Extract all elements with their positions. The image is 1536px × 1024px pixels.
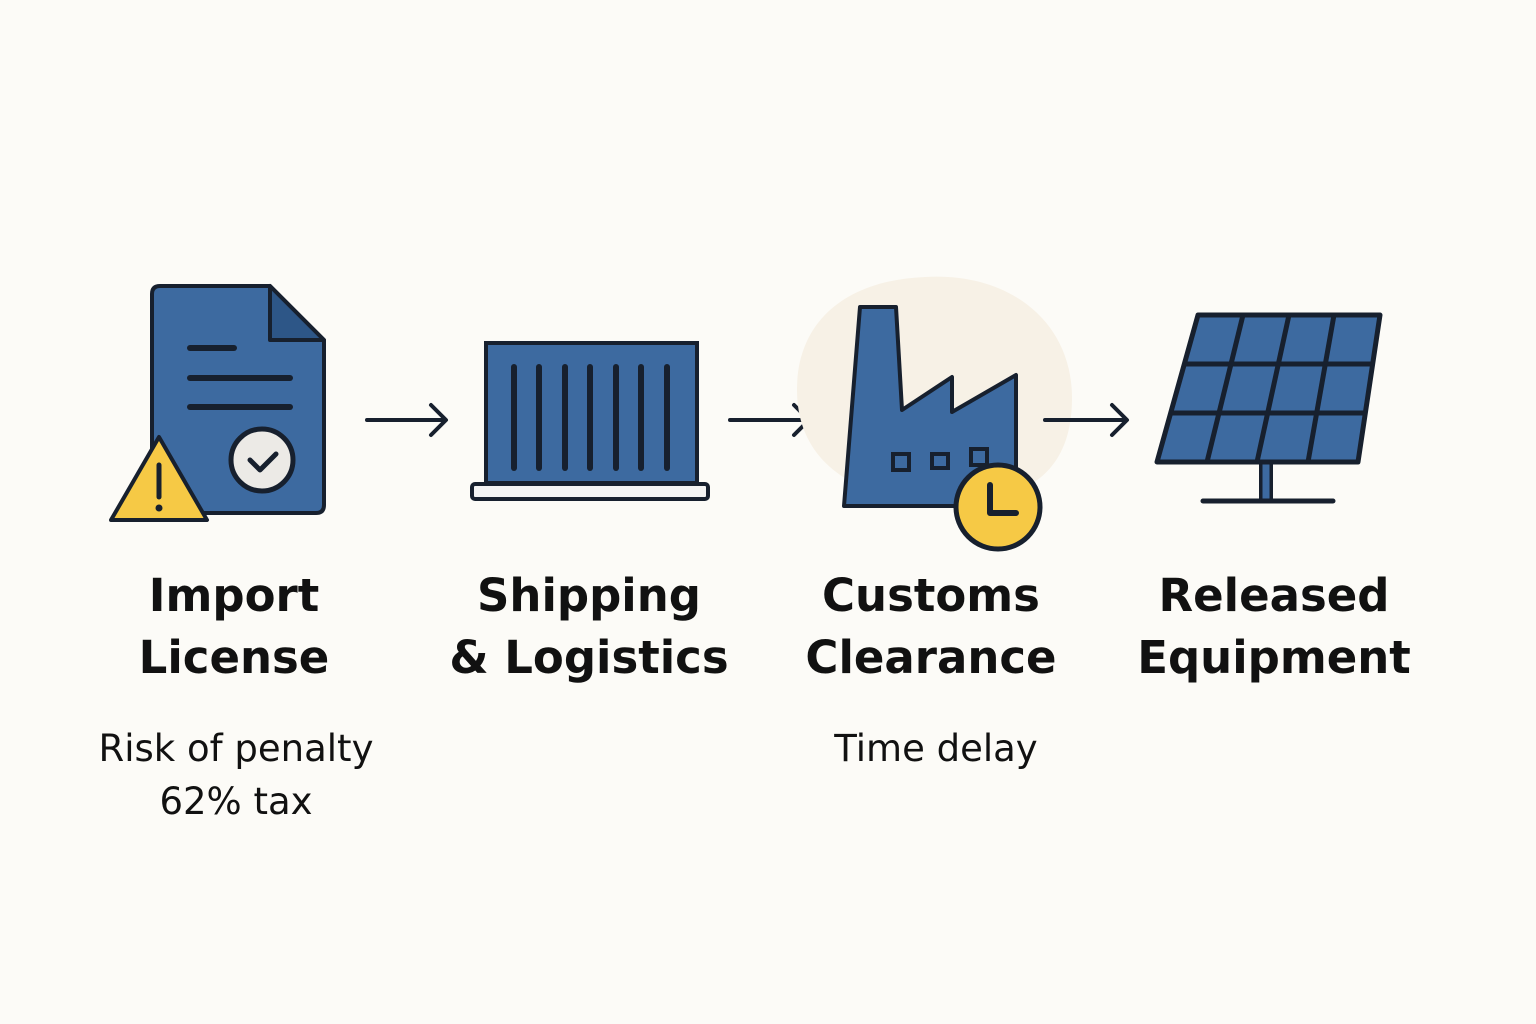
arrow-right-icon [728,403,811,437]
step-title-line: Customs [822,569,1040,622]
step-note-line: 62% tax [159,780,313,823]
step-title-line: & Logistics [449,631,729,684]
warning-triangle-icon [109,435,209,522]
step-note-customs-clearance: Time delay [756,722,1116,775]
step-title-import-license: Import License [54,565,414,689]
step-title-released-equipment: Released Equipment [1094,565,1454,689]
arrow-right-icon [365,403,448,437]
step-title-line: Released [1158,569,1390,622]
step-title-line: License [138,631,330,684]
step-title-customs-clearance: Customs Clearance [751,565,1111,689]
step-note-line: Risk of penalty [98,727,374,770]
step-note-import-license: Risk of penalty 62% tax [56,722,416,828]
clock-icon [953,462,1043,552]
step-note-line: Time delay [834,727,1038,770]
step-title-line: Clearance [805,631,1057,684]
factory-icon [842,305,1018,508]
arrow-right-icon [1043,403,1129,437]
step-title-line: Equipment [1137,631,1411,684]
step-title-line: Import [148,569,320,622]
shipping-container-icon [470,341,710,501]
solar-panel-icon [1154,312,1383,504]
step-title-shipping-logistics: Shipping & Logistics [409,565,769,689]
check-badge-icon [228,426,296,494]
step-title-line: Shipping [477,569,701,622]
